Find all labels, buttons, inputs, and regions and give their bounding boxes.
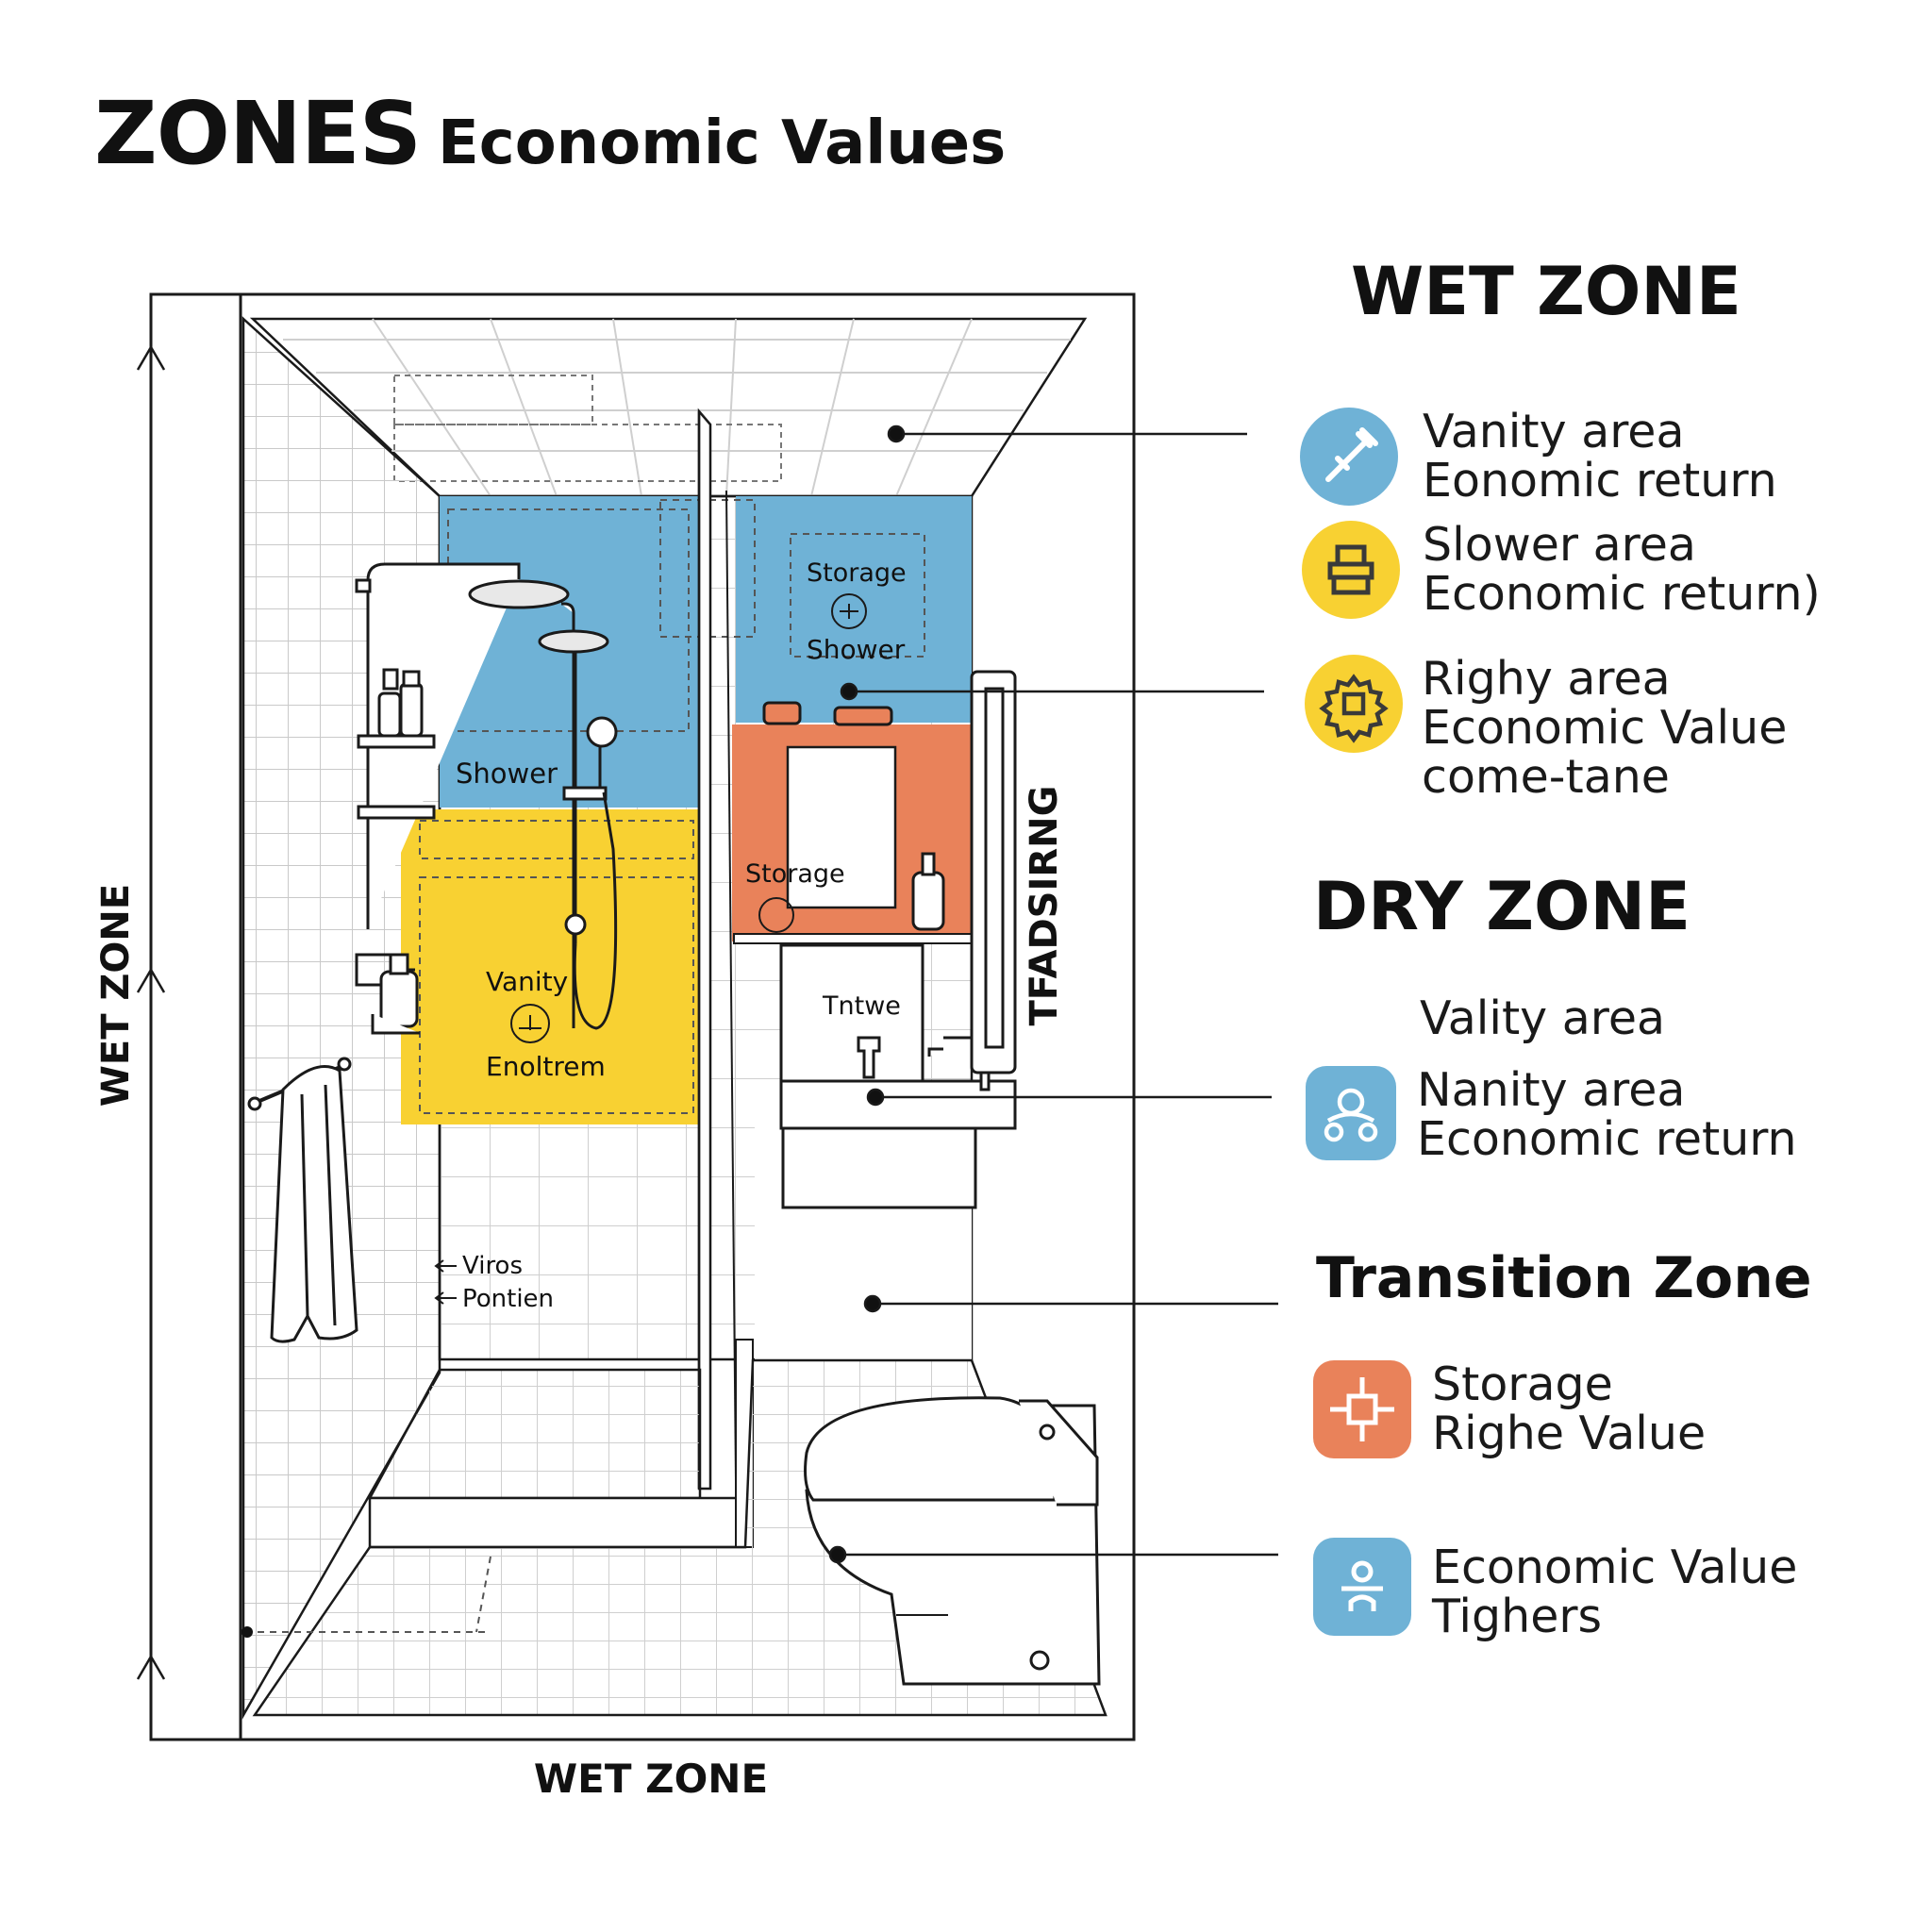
title-sub: Economic Values [438,108,1007,178]
label-viros: Viros [462,1252,523,1280]
people-icon [1306,1066,1396,1160]
person-icon [1313,1538,1411,1636]
wet-zone-heading: WET ZONE [1351,253,1741,330]
ceiling [249,317,1088,498]
leader-lines [828,425,1278,1564]
dimension-bottom-label: WET ZONE [534,1756,768,1802]
rain-shower-head [468,579,570,609]
towel [270,1065,358,1343]
legend-line: Righy area [1422,652,1671,706]
dry-zone-heading: DRY ZONE [1313,868,1690,945]
title-main: ZONES [94,83,422,184]
legend-line: Righe Value [1432,1407,1707,1460]
plan-labels: Shower Storage Shower Storage Vanity Eno… [456,558,907,1313]
zone-yellow [401,809,699,1124]
legend-line: Nanity area [1417,1063,1686,1117]
legend-line: come-tane [1422,750,1670,804]
crosshair-icon [1313,1360,1411,1458]
shower-shelf [357,734,436,749]
label-storage-top: Storage [807,558,907,588]
shower-fixtures [247,562,618,1343]
shower-shelf [357,805,436,820]
label-tntwe: Tntwe [822,991,901,1021]
hand-shower [586,716,618,748]
toilet [804,1396,1101,1686]
legend-line: Economic return) [1423,567,1821,621]
label-storage-mid: Storage [745,859,845,889]
legend-line: Vality area [1420,991,1666,1045]
legend-line: Economic Value [1432,1541,1798,1594]
legend-line: Vanity area [1423,405,1685,458]
label-vanity: Vanity [486,966,568,997]
wrench-icon [1300,408,1398,506]
legend-line: Storage [1432,1357,1613,1411]
storage-mirror [786,745,897,909]
shower-head [538,629,609,654]
dimension-left-label: WET ZONE [94,884,138,1107]
glass-partition [697,408,737,1491]
vanity [762,670,1017,1209]
label-pontien: Pontien [462,1285,554,1313]
transition-zone-heading: Transition Zone [1316,1245,1812,1311]
sink-icon [1302,521,1400,619]
legend-line: Economic return [1417,1112,1797,1166]
dimension-left [136,340,166,1740]
gear-icon [1305,655,1403,753]
zone-symbols [510,593,867,1043]
legend-line: Economic Value [1422,701,1788,755]
label-enoltrem: Enoltrem [486,1051,606,1082]
vertical-label: TFADSIRNG [1023,786,1066,1026]
legend-line: Eonomic return [1423,454,1777,508]
legend-line: Slower area [1423,518,1696,572]
small-arrows [434,1259,457,1305]
label-shower-left: Shower [456,758,558,790]
legend-line: Tighers [1432,1590,1603,1643]
label-shower-right: Shower [807,634,906,665]
